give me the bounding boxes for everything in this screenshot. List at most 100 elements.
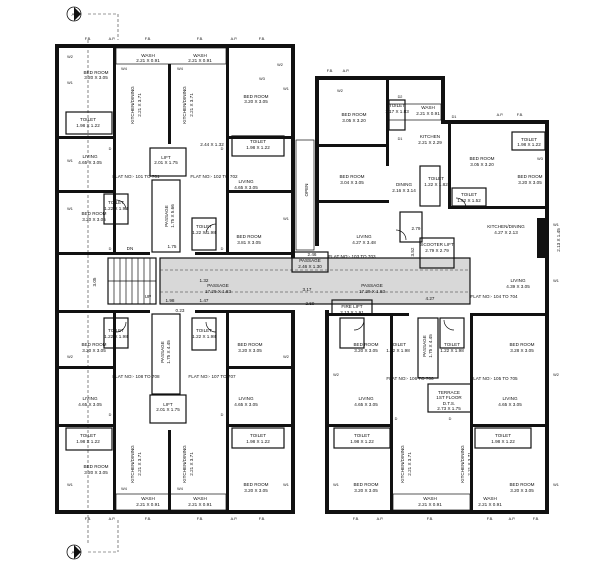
dim-bedroom-r4: 3.04 X 3.05	[340, 180, 364, 185]
tag-d1-2: D1	[452, 115, 457, 119]
open-duct	[295, 139, 315, 251]
tag-w2-7: W2	[553, 373, 559, 377]
balcony-right	[537, 218, 545, 258]
room-wash-lb2: WASH	[193, 496, 207, 501]
room-living-lb: LIVING	[82, 396, 97, 401]
room-living-rt: LIVING	[238, 179, 253, 184]
tag-w2-5: W2	[337, 89, 343, 93]
wall-right-west-upper	[315, 76, 319, 246]
tag-w3-2: W3	[537, 157, 543, 161]
dim-wash-lt2: 2.21 X 0.91	[188, 58, 212, 63]
room-wash-lb: WASH	[141, 496, 155, 501]
dim-misc-1: 2.44 X 1.32	[200, 142, 224, 147]
dim-wash-lt: 2.21 X 0.91	[136, 58, 160, 63]
room-kitchen-r4: KITCHEN/DINING	[460, 445, 465, 483]
room-lift-top: LIFT	[161, 155, 171, 160]
dim-bedroom-rb2: 3.20 X 3.05	[244, 488, 268, 493]
dim-kitchen-r4: 2.21 X 3.71	[467, 452, 472, 476]
measure-3: 4.27	[426, 296, 435, 301]
dim-toilet-core4: 1.22 X 1.98	[192, 334, 216, 339]
dim-dining-r: 2.16 X 3.14	[392, 188, 416, 193]
wall-left-bottom	[55, 510, 295, 514]
wall-rr-9	[470, 316, 473, 510]
toilet-rb	[231, 427, 285, 449]
toilet-core-4	[191, 317, 217, 351]
tag-w1-7: W1	[283, 483, 289, 487]
dim-living-rt: 4.65 X 3.05	[234, 185, 258, 190]
flat-104: FLAT NO:- 104 TO 704	[470, 294, 518, 299]
room-toilet-r4: TOILET	[461, 192, 477, 197]
wall-left-east-lower	[291, 310, 295, 514]
flat-103: FLAT NO:- 103 TO 703	[328, 254, 376, 259]
tag-fb-7: F.B.	[197, 517, 204, 521]
tag-fb-9: F.B.	[327, 69, 334, 73]
dim-wash-r2: 2.21 X 0.91	[418, 502, 442, 507]
wash-strip-bottom	[115, 493, 227, 511]
section-label-bottom: A	[71, 550, 75, 555]
room-passage-v3: PASSAGE	[422, 335, 427, 357]
room-terrace: TERRACE	[438, 390, 460, 395]
toilet-lt	[65, 111, 113, 135]
wall-rr-11	[473, 424, 545, 427]
toilet-core-3	[103, 317, 129, 349]
dim-toilet-r7: 1.98 X 1.22	[350, 439, 374, 444]
section-arrow-top-icon	[74, 7, 81, 21]
room-wash-lt: WASH	[141, 53, 155, 58]
toilet-right-3	[451, 187, 487, 207]
room-living-r2: LIVING	[510, 278, 525, 283]
room-bedroom-rt: BED ROOM	[243, 94, 268, 99]
dim-kitchen-lt2: 2.21 X 3.71	[189, 93, 194, 117]
dim-passage-link: 2.46 X 1.30	[298, 264, 322, 269]
measure-8: 0.23	[176, 308, 185, 313]
wall-rr-3	[319, 200, 389, 203]
tag-w1-11: W1	[553, 483, 559, 487]
section-arrow-bottom-icon	[74, 545, 81, 559]
terrace-box	[427, 383, 473, 413]
passage-right-vertical	[417, 317, 439, 379]
room-bedroom-r4: BED ROOM	[339, 174, 364, 179]
dim-passage-v2: 1.75 X 4.45	[166, 340, 171, 364]
dim-bedroom-lt2: 3.20 X 3.05	[82, 217, 106, 222]
dim-living-r1: 4.27 X 3.48	[352, 240, 376, 245]
measure-4: 1.98	[166, 298, 175, 303]
wall-lv-2	[113, 313, 116, 510]
room-bedroom-lt2: BED ROOM	[81, 211, 106, 216]
room-passage-main-l: PASSAGE	[207, 283, 229, 288]
room-bedroom-r8: BED ROOM	[509, 482, 534, 487]
room-toilet-core4: TOILET	[196, 328, 212, 333]
wall-right-west-lower	[325, 310, 329, 514]
tag-w2-2: W2	[277, 63, 283, 67]
tag-ap-3: A.P.	[109, 517, 116, 521]
wall-right-east	[545, 120, 549, 514]
wall-right-top2	[441, 120, 545, 124]
wall-left-west	[55, 44, 59, 514]
dim-bedroom-rt: 3.20 X 3.05	[244, 99, 268, 104]
tag-ap-7: A.P.	[377, 517, 384, 521]
room-toilet-r3: TOILET	[428, 176, 444, 181]
wall-lb-2	[195, 310, 291, 313]
dim-kitchen-r1: 2.21 X 2.29	[418, 140, 442, 145]
room-dts: D.T.S.	[443, 401, 456, 406]
room-toilet-lt: TOILET	[80, 117, 96, 122]
dim-scooter-lift: 2.79 X 2.79	[425, 248, 449, 253]
wall-right-notch	[441, 76, 445, 122]
dim-toilet-r4: 1.62 X 1.52	[457, 198, 481, 203]
room-living-r3: LIVING	[358, 396, 373, 401]
dim-toilet-rb: 1.98 X 1.22	[246, 439, 270, 444]
tag-ap-5: A.P.	[343, 69, 350, 73]
dim-toilet-r2: 1.98 X 1.22	[517, 142, 541, 147]
wall-lb-3	[55, 366, 115, 369]
dim-kitchen-lt: 2.21 X 3.71	[137, 93, 142, 117]
dim-bedroom-r2: 3.05 X 3.20	[470, 162, 494, 167]
wall-lv-4	[226, 48, 229, 252]
dining-niche	[419, 165, 441, 207]
dim-toilet-core1: 1.22 X 1.98	[104, 206, 128, 211]
tag-w1-9: W1	[553, 279, 559, 283]
tag-w1-6: W1	[67, 483, 73, 487]
toilet-lb	[65, 427, 113, 451]
dim-living-rb: 4.65 X 3.05	[234, 402, 258, 407]
flat-107: FLAT NO:- 107 TO 707	[188, 374, 236, 379]
tag-d-5: D	[109, 413, 112, 417]
